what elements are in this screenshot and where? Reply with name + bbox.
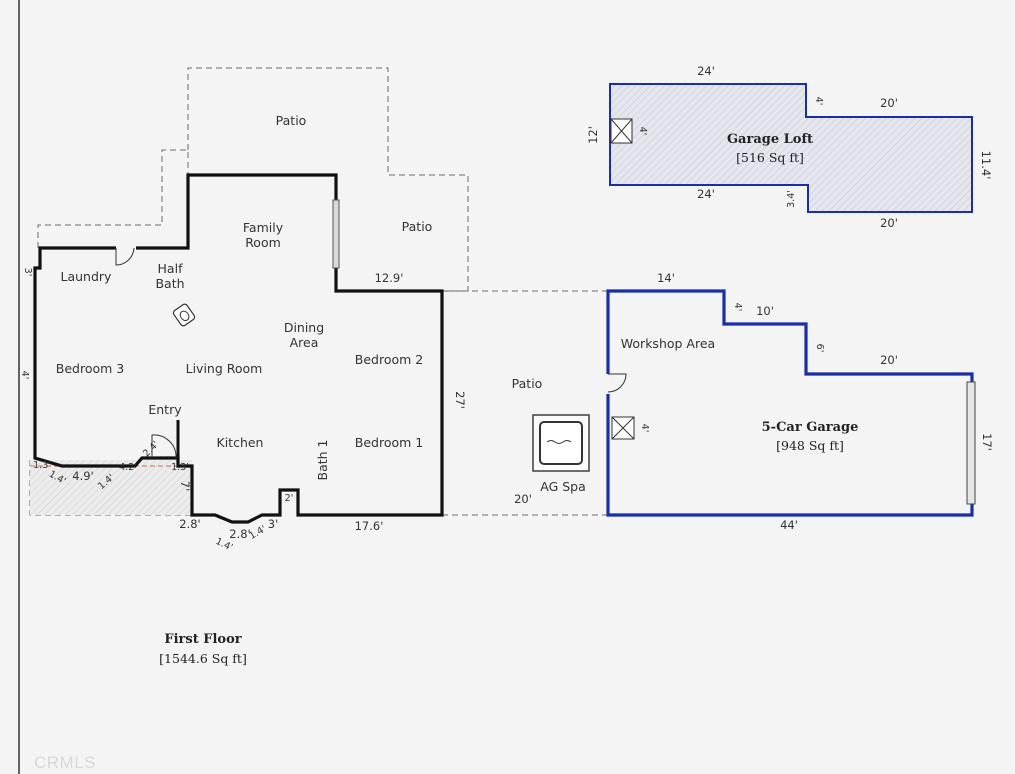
first-floor-area: [1544.6 Sq ft] — [159, 651, 247, 666]
garage-area: [948 Sq ft] — [776, 438, 844, 453]
dim-left-wall-mid: 4' — [19, 371, 30, 380]
dim-house-right-top: 12.9' — [375, 271, 404, 285]
room-bath-1: Bath 1 — [315, 440, 330, 481]
laundry-door-gap — [116, 244, 136, 252]
dim-front-left-a: 1.3' — [33, 460, 51, 471]
room-ag-spa: AG Spa — [540, 479, 586, 494]
dim-garage-step1: 4' — [732, 303, 743, 312]
front-porch — [30, 460, 192, 515]
garage-loft-outline — [609, 83, 973, 213]
dim-bay-left: 2.8' — [179, 517, 200, 531]
half-bath-toilet-icon — [172, 303, 196, 327]
section-labels: Garage Loft [516 Sq ft] 5-Car Garage [94… — [159, 132, 858, 666]
dim-house-right: 27' — [453, 391, 467, 409]
dim-loft-bottom-left: 24' — [697, 187, 715, 201]
room-bedroom-1: Bedroom 1 — [355, 435, 423, 450]
ag-spa-icon — [532, 414, 590, 472]
room-kitchen: Kitchen — [217, 435, 264, 450]
garage-title: 5-Car Garage — [762, 420, 859, 435]
garage-door-swing — [607, 373, 627, 393]
room-entry: Entry — [148, 402, 182, 417]
room-laundry: Laundry — [61, 269, 113, 284]
dim-loft-bottom-step: 3.4' — [786, 190, 797, 208]
dim-entry-width: 2.4' — [141, 439, 161, 459]
dim-entry-depth: 7' — [178, 481, 192, 491]
garage-door-gap — [603, 374, 613, 394]
dim-front-right-b: 1.3' — [171, 462, 189, 473]
garage-outline — [606, 289, 974, 517]
dim-loft-step: 4' — [813, 97, 824, 106]
dim-garage-right-top: 20' — [880, 353, 898, 367]
garage-loft-area: [516 Sq ft] — [736, 150, 804, 165]
laundry-door-swing — [115, 247, 135, 266]
room-living-room: Living Room — [186, 361, 263, 376]
dim-garage-bottom: 44' — [780, 518, 798, 532]
dim-front-span: 4.9' — [72, 469, 93, 483]
room-bedroom-2: Bedroom 2 — [355, 352, 423, 367]
dim-front-right-a: 4.2' — [119, 462, 137, 473]
dim-loft-right: 11.4' — [979, 151, 993, 180]
sliding-door — [332, 199, 340, 269]
first-floor-title: First Floor — [164, 632, 241, 647]
dim-loft-top: 24' — [697, 64, 715, 78]
dim-garage-top: 14' — [657, 271, 675, 285]
entry-door-swing — [151, 434, 177, 459]
garage-loft-title: Garage Loft — [727, 132, 813, 147]
dim-bath-notch: 2' — [285, 493, 294, 504]
dim-garage-mid: 10' — [756, 304, 774, 318]
dim-loft-stair: 4' — [637, 127, 648, 136]
dim-loft-bottom-right: 20' — [880, 216, 898, 230]
room-patio-mid: Patio — [402, 219, 433, 234]
watermark: CRMLS — [34, 753, 96, 772]
room-workshop-area: Workshop Area — [621, 336, 715, 351]
room-patio-top: Patio — [276, 113, 307, 128]
dim-garage-right: 17' — [980, 433, 994, 451]
dim-garage-stair: 4' — [639, 424, 650, 433]
loft-stair-icon — [610, 118, 633, 144]
garage-roll-door — [966, 381, 976, 505]
dim-loft-top-right: 20' — [880, 96, 898, 110]
dim-loft-left: 12' — [586, 126, 600, 144]
house-walls — [33, 173, 444, 524]
dim-house-bottom: 17.6' — [355, 519, 384, 533]
room-bedroom-3: Bedroom 3 — [56, 361, 124, 376]
dim-garage-step2: 6' — [814, 344, 825, 353]
dim-left-wall-top: 3' — [22, 268, 33, 277]
dim-patio-bottom: 20' — [514, 492, 532, 506]
dim-bay-bottom: 2.8' — [229, 527, 250, 541]
dim-bay-right: 3' — [268, 517, 278, 531]
garage-stair-icon — [611, 416, 635, 440]
room-patio-side: Patio — [512, 376, 543, 391]
